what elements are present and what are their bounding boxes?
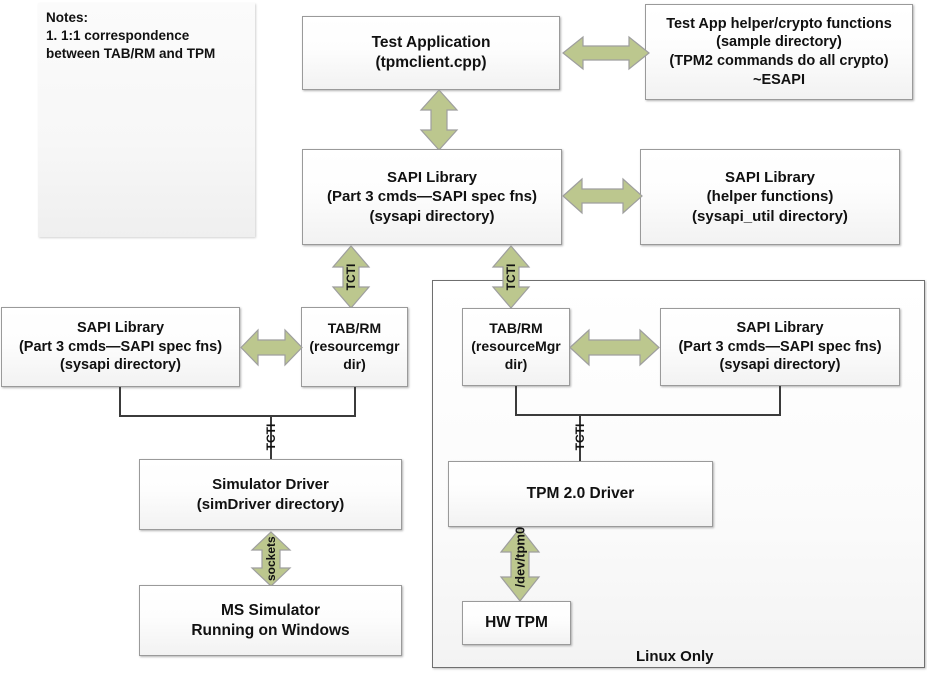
test-app-helper-line-1: Test App helper/crypto functions [666,15,892,32]
connector-right-bar [515,414,781,416]
arrow-tabrmright-to-sapiright [569,327,660,368]
hw-tpm-box[interactable]: HW TPM [462,601,571,645]
sapi-library-right-line-1: SAPI Library [736,320,824,337]
sapi-library-main-line-3: (sysapi directory) [369,207,495,225]
sapi-library-main-box[interactable]: SAPI Library (Part 3 cmds—SAPI spec fns)… [302,149,562,245]
tpm-driver-box[interactable]: TPM 2.0 Driver [448,461,713,527]
linux-only-label: Linux Only [636,648,714,665]
connector-right-stub-1 [515,386,517,416]
connector-right-drop [579,414,581,461]
sapi-library-left-line-1: SAPI Library [76,320,165,337]
tcti-label-left-bottom: TCTI [264,423,278,451]
ms-simulator-line-2: Running on Windows [191,621,350,639]
sapi-library-helper-line-3: (sysapi_util directory) [692,207,848,225]
test-app-helper-line-3: (TPM2 commands do all crypto) [669,53,889,69]
sapi-library-helper-line-1: SAPI Library [724,169,816,187]
notes-heading: Notes: [46,10,89,25]
tabrm-right-line-3: dir) [504,355,528,372]
sapi-library-right-box[interactable]: SAPI Library (Part 3 cmds—SAPI spec fns)… [660,308,900,386]
test-app-helper-line-4: ~ESAPI [753,71,805,88]
sapi-library-helper-line-2: (helper functions) [706,188,834,206]
connector-left-drop [270,415,272,459]
sapi-library-main-line-1: SAPI Library [386,169,478,187]
arrow-sapi-to-sapi-helper [562,177,643,215]
test-app-helper-box[interactable]: Test App helper/crypto functions (sample… [645,4,913,100]
tcti-label-right-bottom: TCTI [573,423,587,451]
tcti-label-right-top: TCTI [504,263,518,291]
tabrm-right-line-2: (resourceMgr [471,338,561,355]
simulator-driver-box[interactable]: Simulator Driver (simDriver directory) [139,459,402,530]
sapi-library-main-line-2: (Part 3 cmds—SAPI spec fns) [326,188,538,206]
simulator-driver-line-2: (simDriver directory) [196,495,345,513]
arrow-sapileft-to-tabrmleft [240,327,303,368]
sapi-library-left-box[interactable]: SAPI Library (Part 3 cmds—SAPI spec fns)… [1,307,240,387]
sapi-library-right-line-3: (sysapi directory) [719,357,841,374]
ms-simulator-box[interactable]: MS Simulator Running on Windows [139,585,402,656]
hw-tpm-line-1: HW TPM [485,614,548,632]
connector-right-stub-2 [779,386,781,416]
tabrm-right-line-1: TAB/RM [489,320,543,337]
dev-tpm0-label: /dev/tpm0 [512,526,528,588]
test-app-helper-line-2: (sample directory) [716,34,842,51]
sapi-library-helper-box[interactable]: SAPI Library (helper functions) (sysapi_… [640,149,900,245]
sapi-library-right-line-2: (Part 3 cmds—SAPI spec fns) [678,338,882,355]
connector-left-stub-2 [354,387,356,417]
tabrm-left-line-3: dir) [343,355,366,372]
tpm-driver-line-1: TPM 2.0 Driver [526,485,635,503]
arrow-testapp-to-helper [562,35,650,71]
connector-left-stub-1 [119,387,121,417]
notes-item-1: 1. 1:1 correspondence [46,27,190,43]
ms-simulator-line-1: MS Simulator [220,601,321,619]
test-application-line-2: (tpmclient.cpp) [375,54,487,71]
sockets-label: sockets [264,536,278,581]
tabrm-left-line-1: TAB/RM [327,320,382,337]
tabrm-right-box[interactable]: TAB/RM (resourceMgr dir) [462,308,570,386]
sapi-library-left-line-2: (Part 3 cmds—SAPI spec fns) [18,338,223,355]
test-application-box[interactable]: Test Application (tpmclient.cpp) [302,16,560,90]
test-application-line-1: Test Application [371,34,491,52]
tcti-label-left-top: TCTI [344,263,358,291]
connector-left-bar [119,415,356,417]
sapi-library-left-line-3: (sysapi directory) [60,357,181,374]
notes-item-1-cont: between TAB/RM and TPM [46,45,216,61]
tabrm-left-box[interactable]: TAB/RM (resourcemgr dir) [301,307,408,387]
simulator-driver-line-1: Simulator Driver [212,476,329,494]
notes-panel: Notes: 1. 1:1 correspondence between TAB… [38,3,255,237]
arrow-testapp-to-sapi [418,89,460,151]
tabrm-left-line-2: (resourcemgr [309,338,400,355]
